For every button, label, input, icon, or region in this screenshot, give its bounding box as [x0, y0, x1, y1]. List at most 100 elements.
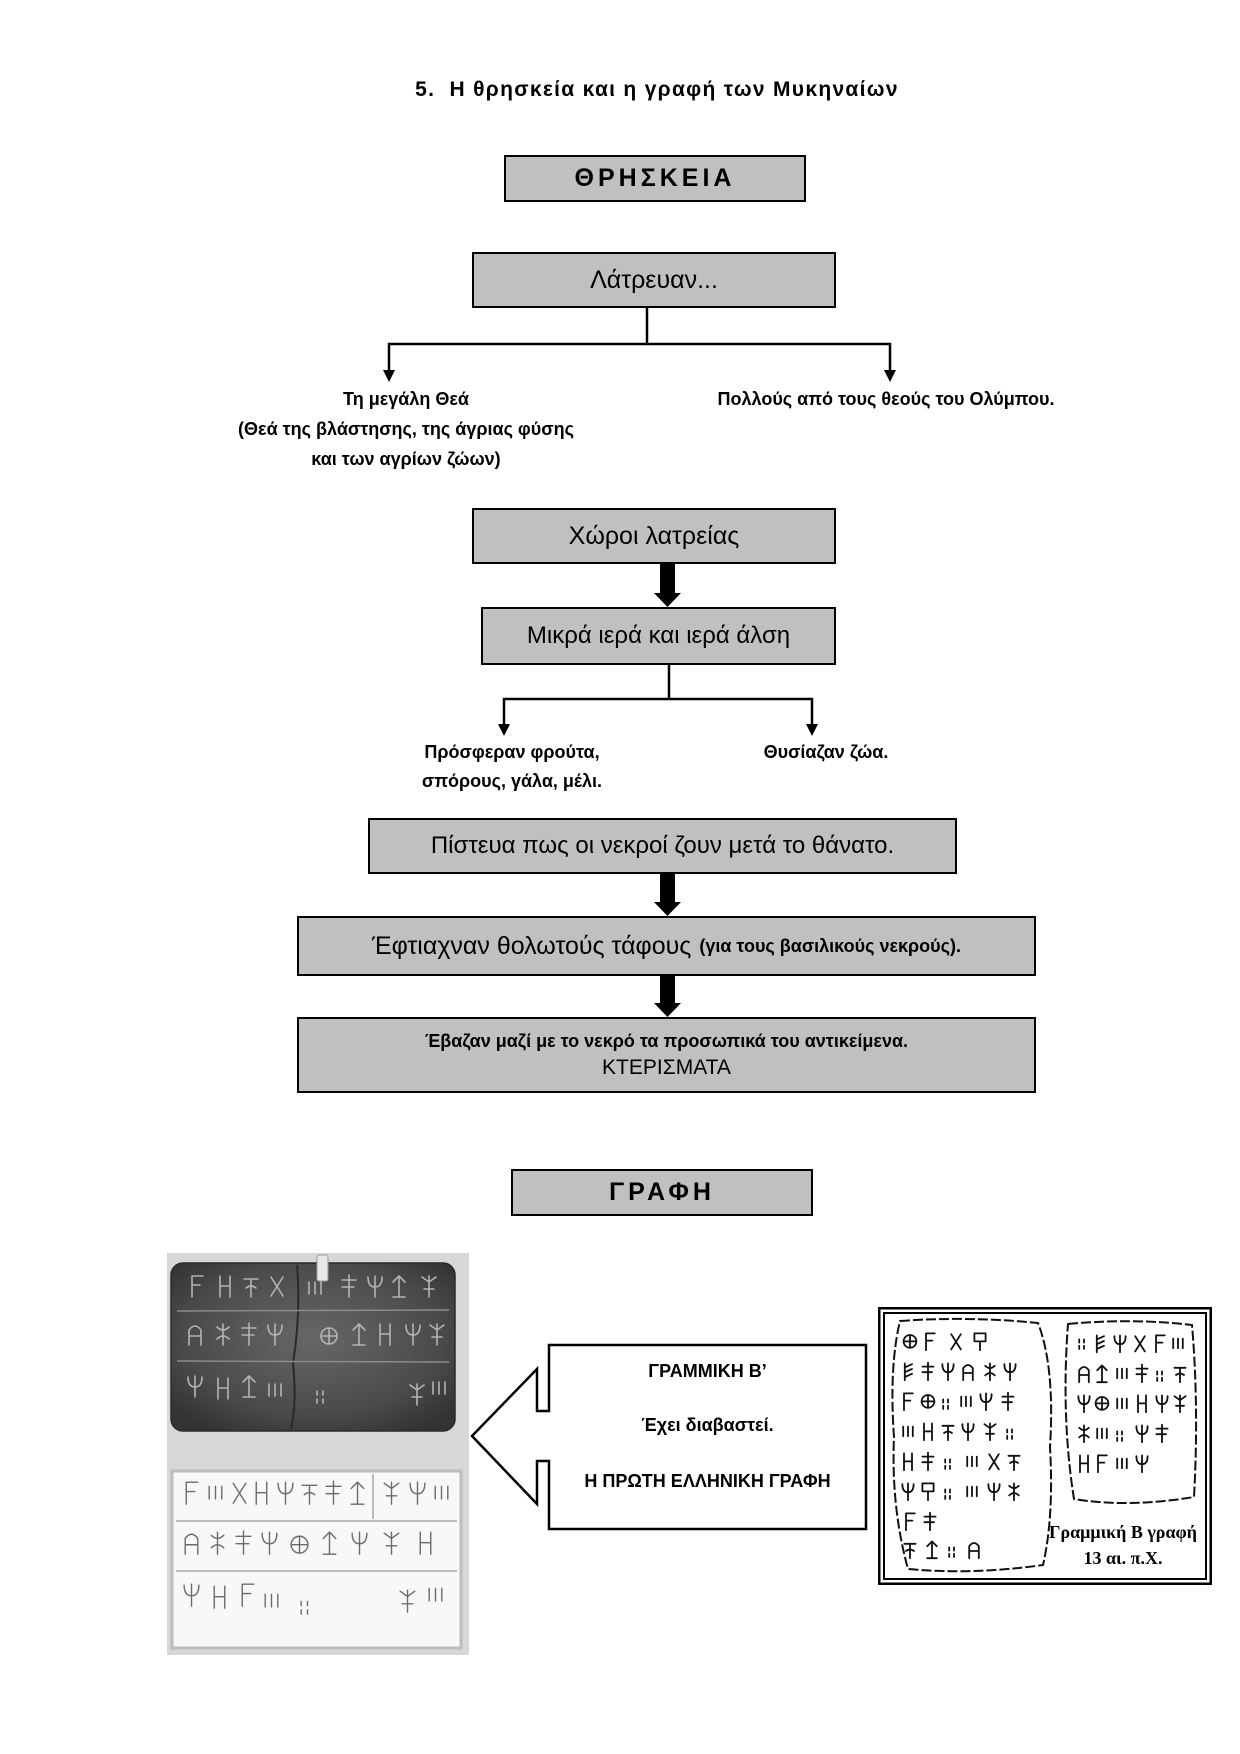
tombs-note: (για τους βασιλικούς νεκρούς). [699, 935, 962, 956]
linear-b-sign [1174, 1368, 1185, 1382]
linear-b-sign [353, 1324, 365, 1345]
linear-b-sign [1009, 1483, 1019, 1500]
linear-b-sign [903, 1427, 913, 1437]
linear-b-sign [922, 1453, 933, 1471]
caption-line: Γραμμική Β γραφή [1049, 1522, 1197, 1542]
linear-b-sign [218, 1378, 228, 1399]
linear-b-sign [380, 1324, 390, 1345]
linear-b-sign [1117, 1459, 1127, 1469]
linear-b-sign [302, 1485, 317, 1504]
linear-b-sign [989, 1454, 999, 1469]
linear-b-sign [1135, 1336, 1145, 1351]
linear-b-sign [430, 1324, 444, 1345]
linear-b-sign [192, 1276, 203, 1297]
linear-b-sign [922, 1395, 935, 1408]
linear-b-sign [1117, 1369, 1127, 1379]
linear-b-sign [985, 1363, 995, 1380]
linear-b-sign [1156, 1395, 1167, 1412]
outer-frame [878, 1307, 1212, 1585]
linear-b-sign [1174, 1395, 1185, 1412]
linear-b-sign [1079, 1367, 1089, 1382]
clay-tablet [170, 1262, 456, 1432]
linear-b-sign [265, 1594, 278, 1607]
tablet-illustration [167, 1253, 469, 1655]
linear-b-sign [268, 1324, 282, 1345]
linear-b-sign [1079, 1339, 1084, 1349]
figure-caption: Γραμμική Β γραφή 13 αι. π.Χ. [1043, 1519, 1203, 1571]
linear-b-sign [980, 1393, 991, 1410]
callout-line-deciphered: Έχει διαβαστεί. [641, 1415, 774, 1435]
linear-b-sign [945, 1489, 950, 1499]
linear-b-sign [967, 1487, 977, 1497]
linear-b-sign [922, 1363, 933, 1381]
linear-b-sign [1138, 1395, 1146, 1412]
linear-b-sign [961, 1397, 971, 1407]
linear-b-sign [962, 1423, 973, 1440]
note-line: σπόρους, γάλα, μέλι. [421, 771, 603, 791]
linear-b-sign [271, 1277, 283, 1296]
arrowhead [806, 724, 818, 736]
linear-b-sign [321, 1328, 337, 1344]
linear-b-sign [1097, 1335, 1104, 1352]
linear-b-sign [927, 1541, 937, 1558]
linear-b-sign [278, 1482, 293, 1504]
linear-b-sign [1096, 1397, 1109, 1410]
note-line: Πρόσφεραν φρούτα, [424, 742, 600, 762]
linear-b-sign [189, 1326, 201, 1345]
shrines-box: Μικρά ιερά και ιερά άλση [481, 607, 836, 665]
worship-goddess-note: Τη μεγάλη Θεά (Θεά της βλάστησης, της άγ… [196, 384, 616, 474]
linear-b-sign [242, 1584, 254, 1606]
linear-b-sign [243, 1376, 255, 1397]
tablet-ruling-line [176, 1360, 450, 1363]
worship-olympians-note: Πολλούς από τους θεούς του Ολύμπου. [666, 384, 1106, 414]
linear-b-sign [1136, 1365, 1147, 1383]
caption-line: 13 αι. π.Χ. [1083, 1548, 1163, 1568]
linear-b-sign [433, 1382, 445, 1394]
tablet-outline-right [1064, 1320, 1198, 1505]
religion-heading: ΘΡΗΣΚΕΙΑ [574, 164, 736, 192]
offerings-note: Πρόσφεραν φρούτα, σπόρους, γάλα, μέλι. [362, 738, 662, 796]
linear-b-sign [323, 1532, 336, 1554]
tombs-label: Έφτιαχναν θολωτούς τάφους [371, 931, 692, 960]
grave-goods-label: Έβαζαν μαζί με το νεκρό τα προσωπικά του… [424, 1031, 909, 1051]
note-line: Τη μεγάλη Θεά [343, 389, 469, 409]
linear-b-sign [963, 1365, 973, 1380]
linear-b-sign [393, 1276, 405, 1297]
afterlife-belief-label: Πίστευα πως οι νεκροί ζουν μετά το θάνατ… [430, 832, 895, 859]
linear-b-sign [188, 1376, 202, 1397]
tablet-outline-left [891, 1317, 1053, 1573]
linear-b-sign [1117, 1431, 1122, 1441]
writing-heading: ΓΡΑΦΗ [609, 1178, 715, 1206]
linear-b-sign [242, 1323, 256, 1345]
linear-b-sign [974, 1333, 985, 1350]
linear-b-sign [186, 1482, 198, 1504]
linear-b-sign [269, 1384, 281, 1396]
linear-b-sign [352, 1532, 367, 1554]
linear-b-sign [342, 1275, 356, 1297]
linear-b-sign [924, 1513, 935, 1531]
thick-down-arrow [654, 564, 681, 607]
linear-b-sign [1002, 1393, 1013, 1411]
callout-arrow-shape [470, 1343, 868, 1531]
linear-b-sign [1136, 1425, 1147, 1442]
linear-b-sign [922, 1483, 933, 1500]
linear-b-sign [1098, 1455, 1107, 1472]
linear-b-sign [410, 1482, 425, 1504]
tablet-crack [290, 1264, 300, 1430]
linear-b-sign [967, 1457, 977, 1467]
tablet-mount-pin [316, 1254, 329, 1282]
linear-b-sign [1078, 1395, 1089, 1412]
worship-box: Λάτρευαν... [472, 252, 836, 308]
grave-goods-term: ΚΤΕΡΙΣΜΑΤΑ [602, 1056, 731, 1079]
linear-b-sign [214, 1586, 225, 1608]
linear-b-sign [926, 1333, 935, 1350]
arrowhead [498, 724, 510, 736]
linear-b-sign [262, 1532, 277, 1554]
linear-b-sign [184, 1584, 199, 1606]
shrines-label: Μικρά ιερά και ιερά άλση [526, 622, 791, 649]
linear-b-sign [422, 1276, 436, 1297]
linear-b-sign [984, 1423, 995, 1440]
arrowheads [383, 370, 896, 1017]
